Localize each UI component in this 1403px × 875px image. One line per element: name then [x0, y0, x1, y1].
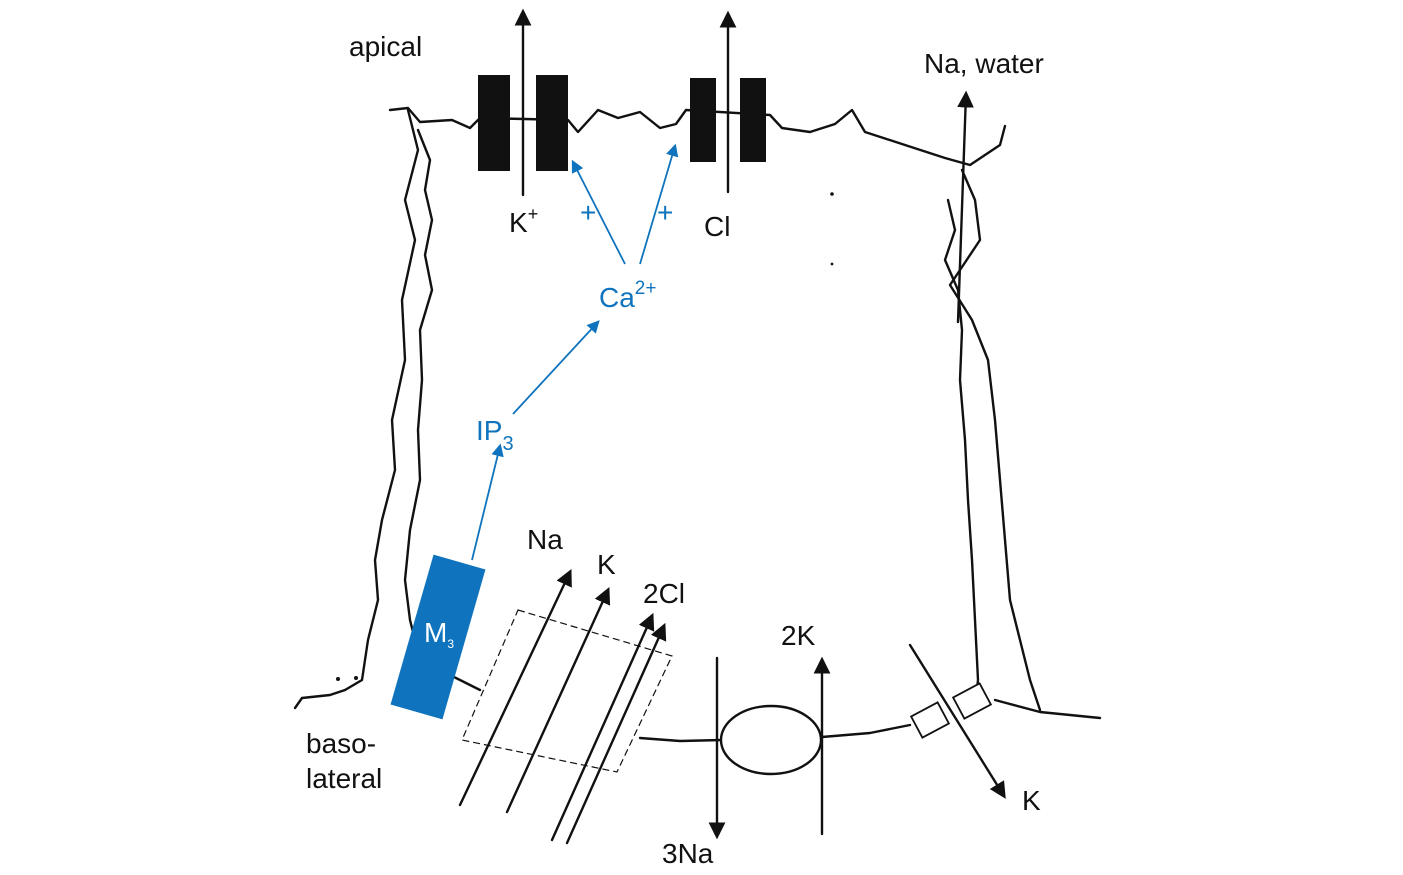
- speck: [830, 262, 834, 266]
- apical-label: apical: [349, 31, 422, 62]
- na-cotransport-label: Na: [527, 524, 563, 555]
- speck: [336, 677, 340, 681]
- ip3-to-ca-arrow: [512, 320, 600, 415]
- na-k-pump: [719, 704, 823, 776]
- basal-membrane-mid: [638, 736, 724, 743]
- m3-to-ip3-arrow: [471, 443, 504, 561]
- m3-label: M3: [424, 617, 454, 651]
- apical-k-channel-right-block: [536, 75, 568, 171]
- right-lateral-membrane-inner: [943, 198, 980, 707]
- left-lateral-membrane: [403, 128, 434, 662]
- cl-cotransport-arrow-1: [550, 612, 655, 842]
- cl-apical-label: Cl: [704, 211, 730, 242]
- pump-2k-label: 2K: [781, 620, 816, 651]
- basal-membrane-right: [820, 723, 912, 739]
- basolateral-k-channel-right: [951, 682, 993, 720]
- ca-to-cl-channel-arrow: [639, 143, 679, 265]
- plus-left-label: +: [580, 197, 596, 228]
- basolateral-label-line2: lateral: [306, 763, 382, 794]
- ip3-label: IP3: [476, 415, 514, 455]
- apical-membrane: [388, 106, 1007, 167]
- left-lateral-membrane-outer: [343, 108, 420, 692]
- na-cotransport-arrow: [458, 568, 572, 807]
- na-water-arrow: [956, 90, 974, 324]
- apical-cl-channel-right-block: [740, 78, 766, 162]
- basolateral-k-channel-left: [909, 701, 951, 739]
- pump-3na-label: 3Na: [662, 838, 714, 869]
- basolateral-label-line1: baso-: [306, 728, 376, 759]
- apical-cl-channel-left-block: [690, 78, 716, 162]
- basolateral-k-label: K: [1022, 785, 1041, 816]
- speck: [354, 676, 358, 680]
- nkcc-cotransporter-box: [461, 609, 673, 773]
- apical-k-channel-left-block: [478, 75, 510, 171]
- speck: [830, 192, 834, 196]
- left-basal-stub: [293, 688, 347, 710]
- right-basal-membrane: [993, 698, 1102, 720]
- k-cotransport-label: K: [597, 549, 616, 580]
- ca-to-k-channel-arrow: [571, 159, 626, 265]
- cl-cotransport-label: 2Cl: [643, 578, 685, 609]
- k-cotransport-arrow: [505, 586, 611, 814]
- cl-cotransport-arrow-2: [565, 622, 667, 845]
- k-plus-label: K+: [509, 204, 538, 238]
- na-water-label: Na, water: [924, 48, 1044, 79]
- right-lateral-membrane: [948, 168, 1042, 712]
- ca-label: Ca2+: [599, 278, 656, 313]
- basolateral-k-arrow: [908, 643, 1006, 799]
- m3-receptor: [390, 554, 486, 720]
- plus-right-label: +: [657, 197, 673, 228]
